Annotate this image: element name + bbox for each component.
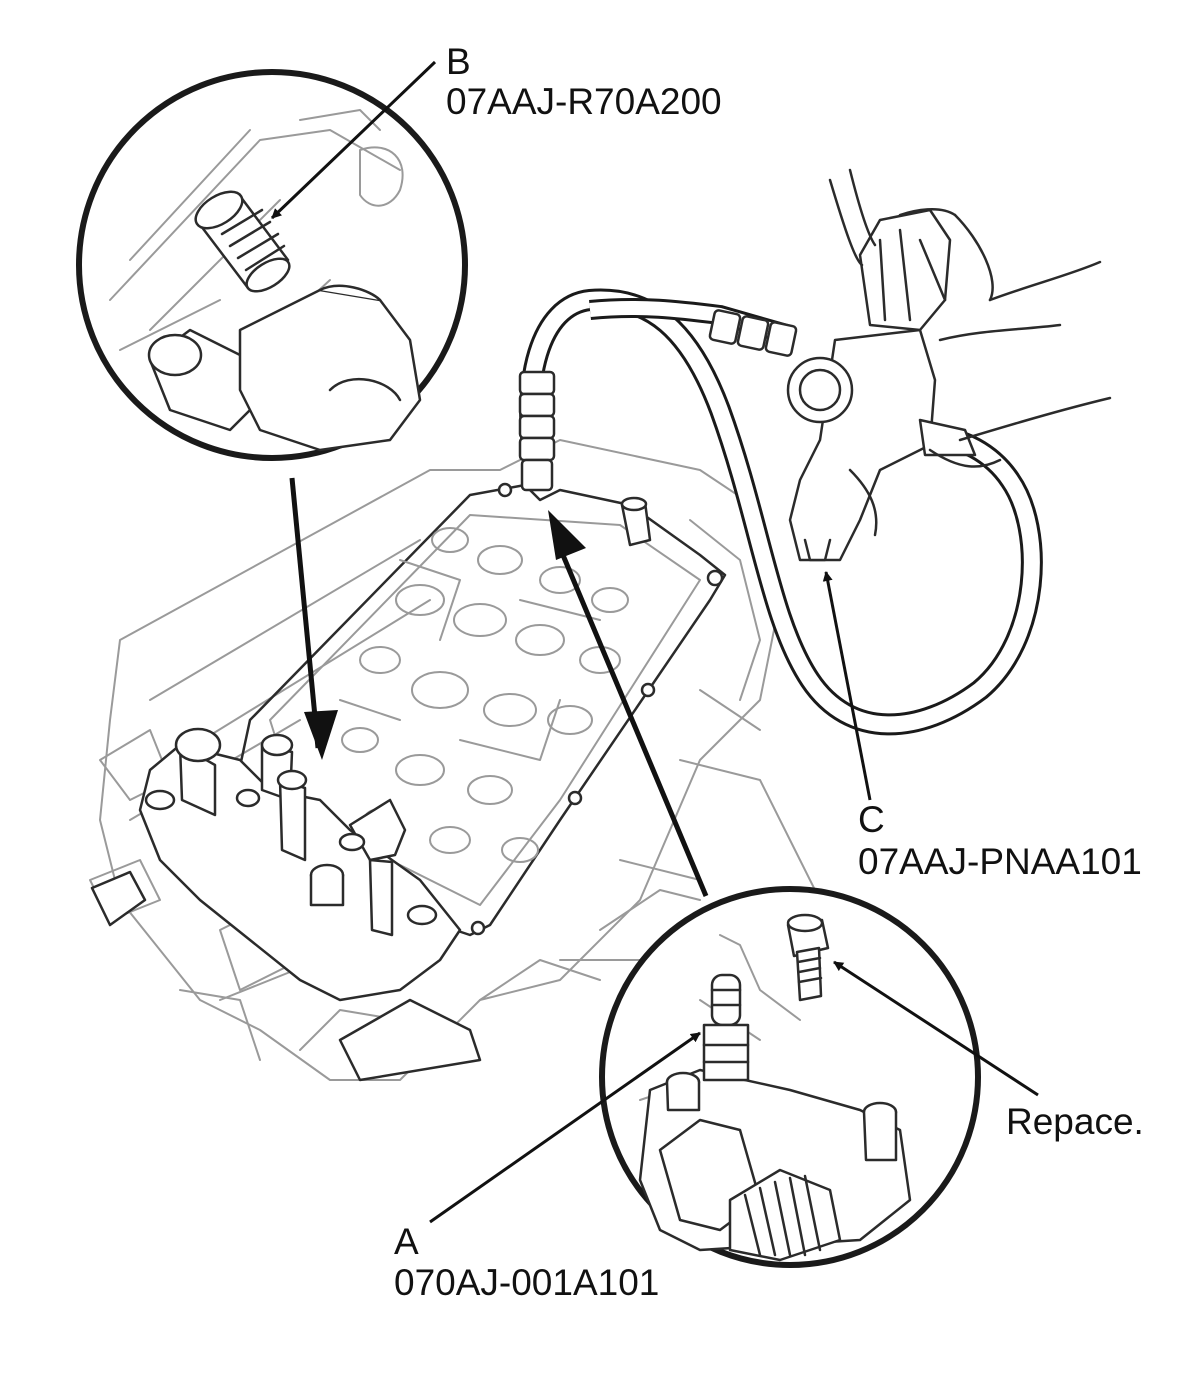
bold-arrow-b <box>289 477 321 749</box>
bold-arrow-a <box>557 547 709 897</box>
adapter-b <box>194 190 291 293</box>
leader-a <box>429 1031 701 1224</box>
replacement-bolt <box>786 913 830 1002</box>
callout-a-part-number: 070AJ-001A101 <box>394 1262 660 1303</box>
solenoid-connector-assembly <box>90 727 482 1082</box>
leader-replace <box>833 960 1039 1097</box>
bold-arrowhead-a <box>548 510 586 560</box>
leader-b <box>270 60 437 220</box>
pressure-gauge-hose <box>518 168 1112 736</box>
detail-circle-b <box>76 69 468 461</box>
callout-c-part-number: 07AAJ-PNAA101 <box>858 841 1142 882</box>
leader-c <box>822 571 872 801</box>
replace-note: Repace. <box>1006 1101 1144 1142</box>
callout-a-letter: A <box>394 1221 419 1262</box>
callout-arrows <box>270 60 1039 1224</box>
callout-c-letter: C <box>858 799 885 840</box>
adapter-a <box>702 973 750 1082</box>
detail-circle-a <box>599 886 981 1268</box>
callout-b-letter: B <box>446 41 471 82</box>
valve-body-plate <box>233 482 727 937</box>
bold-arrowhead-b <box>304 710 338 760</box>
callout-b-part-number: 07AAJ-R70A200 <box>446 81 722 122</box>
